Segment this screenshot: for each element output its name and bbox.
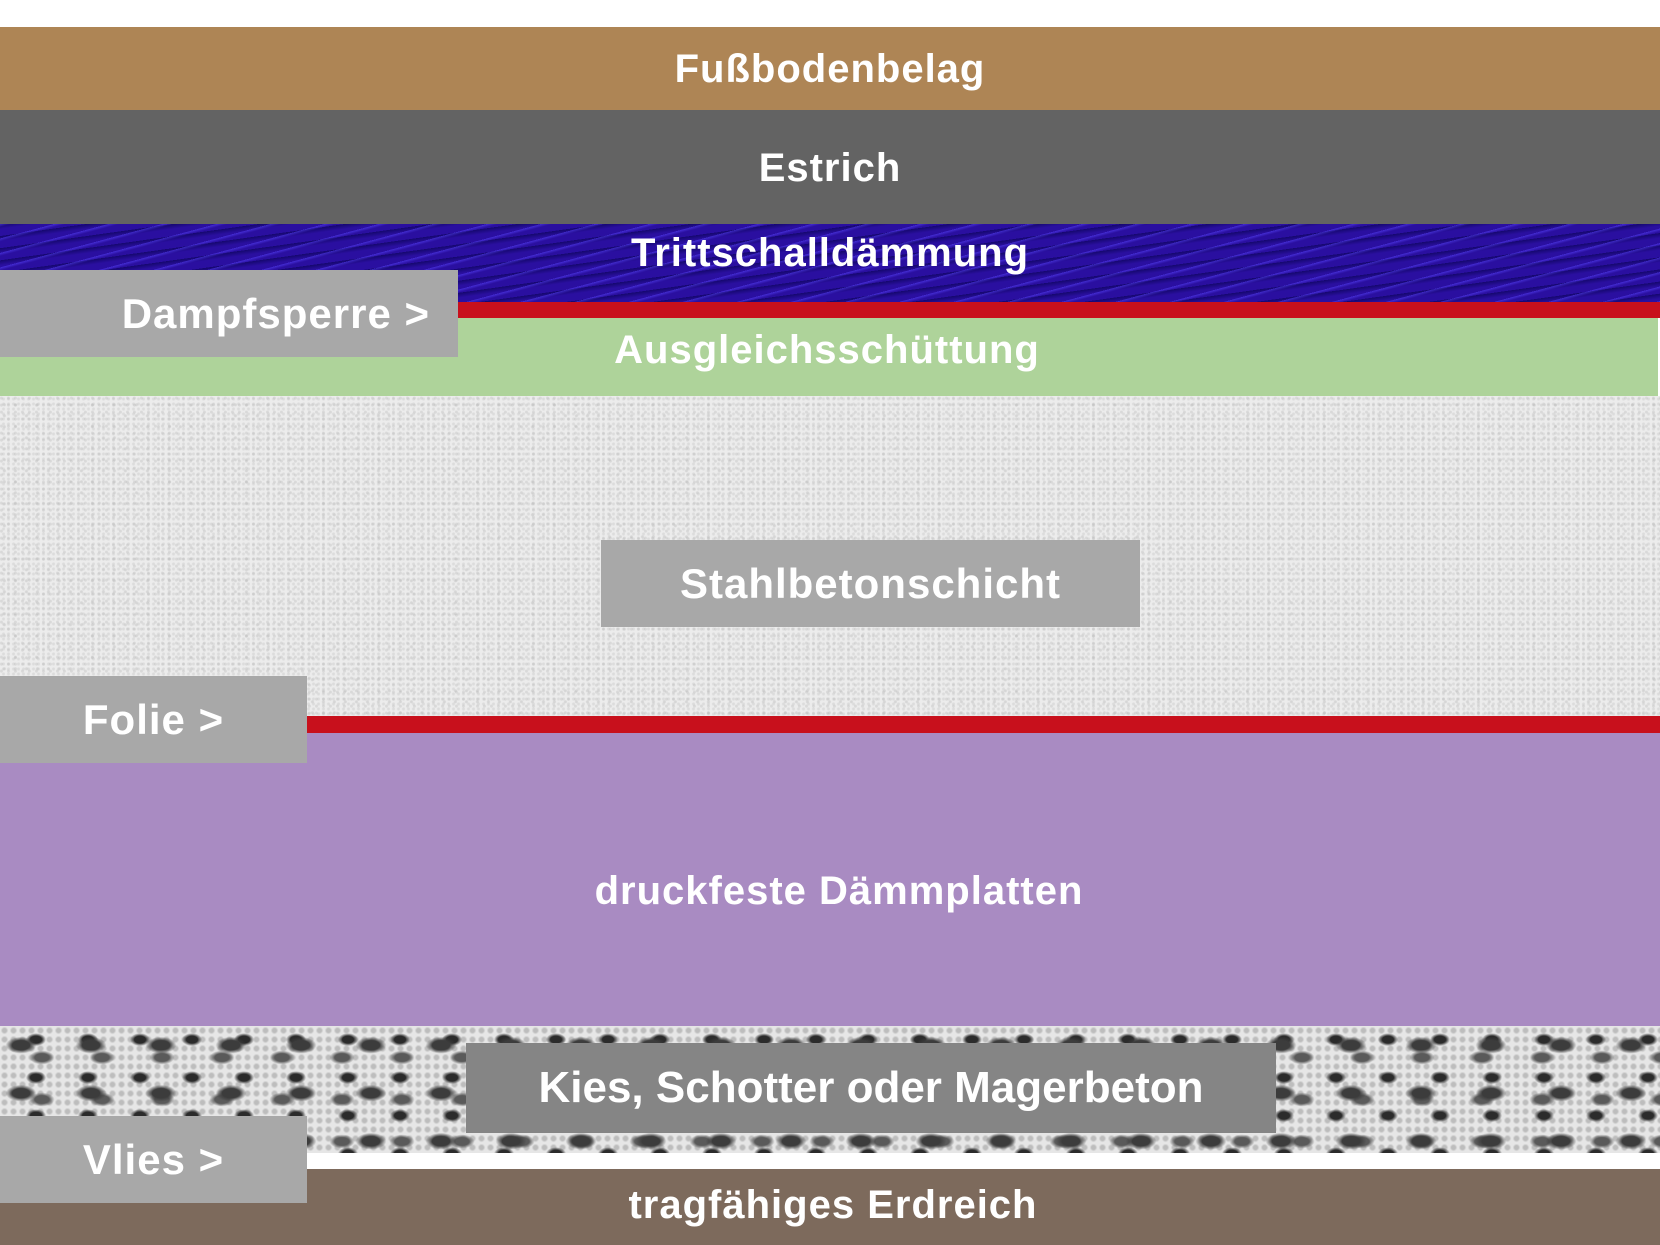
layer-label-ausgleichsschuettung: Ausgleichsschüttung <box>614 328 1040 372</box>
layer-label-druckfeste-daemmplatten: druckfeste Dämmplatten <box>594 869 1084 913</box>
layer-druckfeste-daemmplatten: druckfeste Dämmplatten <box>0 733 1660 1026</box>
layer-vlies-line <box>0 1153 1660 1169</box>
layer-fussbodenbelag: Fußbodenbelag <box>0 27 1660 110</box>
layer-folie-line <box>0 716 1660 733</box>
layer-estrich: Estrich <box>0 110 1660 224</box>
layer-ausgleichsschuettung: Ausgleichsschüttung <box>0 318 1658 396</box>
label-box-stahlbetonschicht: Stahlbetonschicht <box>601 540 1140 627</box>
label-box-kies-schotter-magerbeton: Kies, Schotter oder Magerbeton <box>466 1043 1276 1133</box>
layer-label-tragfaehiges-erdreich: tragfähiges Erdreich <box>628 1183 1038 1227</box>
layer-label-estrich: Estrich <box>758 146 902 190</box>
pointer-dampfsperre: Dampfsperre > <box>0 270 458 357</box>
layer-label-fussbodenbelag: Fußbodenbelag <box>674 47 986 91</box>
pointer-folie: Folie > <box>0 676 307 763</box>
layer-label-trittschalldaemmung: Trittschalldämmung <box>630 231 1030 275</box>
pointer-vlies: Vlies > <box>0 1116 307 1203</box>
